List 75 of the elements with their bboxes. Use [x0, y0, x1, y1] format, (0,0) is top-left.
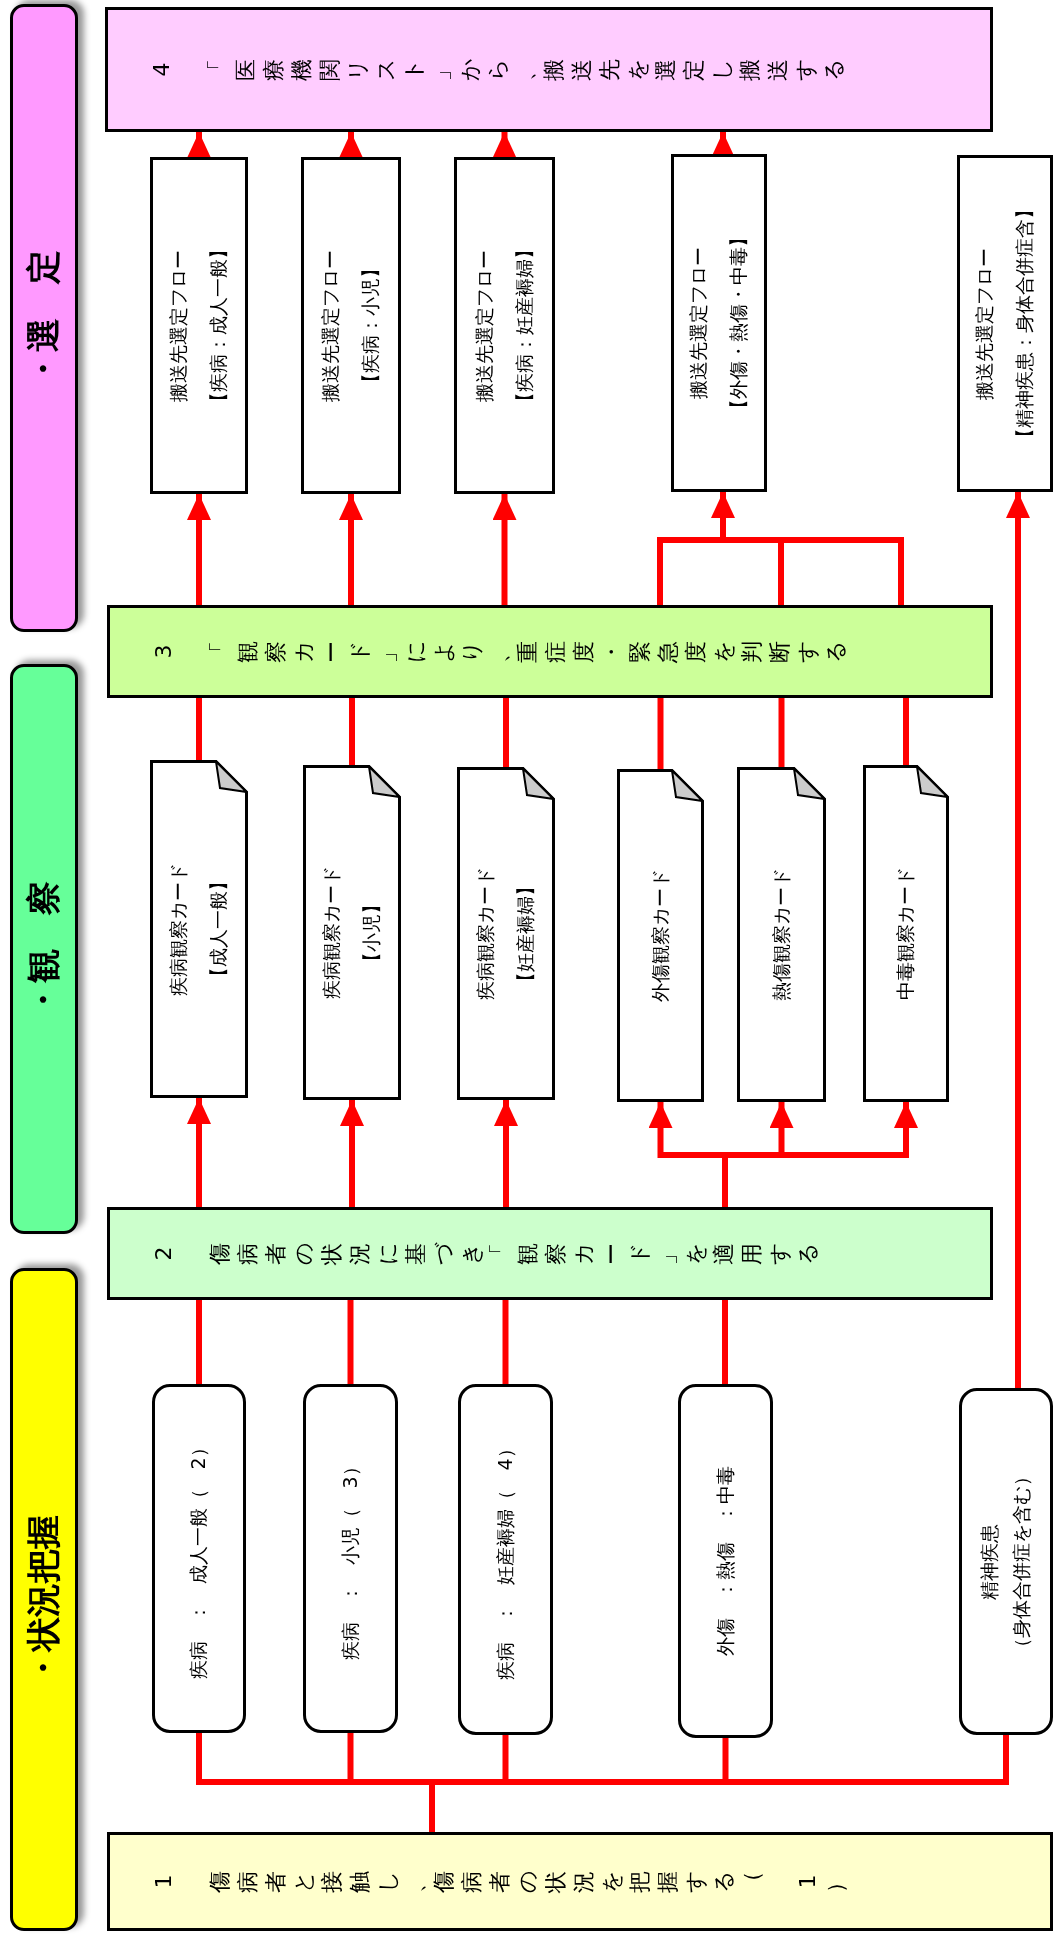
- card-title: 疾病観察カード: [166, 862, 190, 996]
- condition-text: 疾病 ： 小児（ 3）: [337, 1457, 362, 1660]
- flow-subtitle: 【疾病：妊産褥婦】: [511, 240, 536, 411]
- arrow: [339, 494, 363, 605]
- band-label: ・状況把握: [22, 1514, 64, 1685]
- card-title: 外傷観察カード: [647, 869, 672, 1002]
- card-document: [737, 767, 826, 1102]
- step-box: [107, 1207, 993, 1300]
- step-text: 1 傷病者と接触し、傷病者の状況を把握する（ 1）: [150, 1870, 849, 1893]
- arrow: [340, 1100, 364, 1207]
- connector-line: [903, 698, 909, 765]
- condition-text: 疾病 ： 成人一般（ 2）: [186, 1438, 210, 1679]
- card-document: [303, 765, 401, 1100]
- flow-title: 搬送先選定フロー: [972, 247, 996, 400]
- condition-box: [303, 1384, 398, 1733]
- card-title: 疾病観察カード: [319, 866, 343, 999]
- flow-subtitle: 【精神疾患：身体合併症含】: [1012, 200, 1036, 447]
- flow-subtitle: 【外傷・熱傷・中毒】: [726, 228, 750, 418]
- step-text: 2 傷病者の状況に基づき「観察カード」を適用する: [150, 1242, 821, 1265]
- condition-text: 疾病 ： 妊産褥婦（ 4）: [492, 1439, 517, 1680]
- card-document: [457, 767, 555, 1100]
- arrow: [339, 132, 363, 158]
- condition-box: [678, 1384, 773, 1738]
- flow-box: [454, 157, 555, 494]
- step-box: [107, 605, 993, 698]
- flow-box: [301, 157, 401, 494]
- step-text: 4 「医療機関リスト」から、搬送先を選定し搬送する: [148, 58, 847, 81]
- card-document: [863, 765, 949, 1102]
- flow-title: 搬送先選定フロー: [318, 249, 342, 402]
- flow-box: [671, 154, 767, 492]
- flow-title: 搬送先選定フロー: [166, 249, 190, 402]
- flow-box: [957, 155, 1053, 492]
- card-title: 熱傷観察カード: [768, 868, 793, 1001]
- flow-title: 搬送先選定フロー: [471, 249, 496, 402]
- section-band: [10, 1268, 78, 1931]
- connector-line: [196, 698, 202, 760]
- section-band: [10, 664, 78, 1234]
- flow-subtitle: 【疾病：成人一般】: [206, 240, 230, 411]
- band-label: ・選 定: [22, 250, 64, 386]
- card-subtitle: 【小児】: [359, 894, 383, 971]
- card-subtitle: 【妊産褥婦】: [513, 876, 537, 991]
- flow-title: 搬送先選定フロー: [686, 247, 710, 399]
- connector-line: [722, 1300, 728, 1384]
- band-label: ・観 察: [22, 881, 64, 1017]
- step-box: [107, 1832, 1053, 1931]
- arrow: [187, 494, 211, 605]
- arrow: [492, 132, 517, 158]
- flow-subtitle: 【疾病：小児】: [358, 259, 382, 392]
- flow-box: [150, 157, 248, 494]
- condition-text: 外傷 ：熱傷 ：中毒: [712, 1466, 737, 1656]
- arrow: [187, 1098, 211, 1207]
- condition-box: [152, 1384, 246, 1733]
- card-title: 中毒観察カード: [893, 867, 917, 1000]
- arrow: [187, 132, 211, 158]
- card-title: 疾病観察カード: [473, 867, 497, 1000]
- condition-note: （身体合併症を含む）: [1009, 1466, 1033, 1657]
- arrow: [494, 1100, 518, 1207]
- connector-line: [196, 1300, 202, 1384]
- section-band: [10, 4, 78, 632]
- step-text: 3 「観察カード」により、重症度・緊急度を判断する: [150, 640, 849, 663]
- connector-line: [347, 1300, 354, 1384]
- connector-line: [657, 698, 664, 769]
- connector-line: [778, 698, 785, 767]
- condition-box: [959, 1388, 1053, 1735]
- condition-box: [458, 1384, 553, 1735]
- step-box: [105, 7, 993, 132]
- connector-line: [349, 698, 355, 765]
- arrow: [1006, 492, 1030, 1388]
- arrow: [492, 494, 517, 605]
- condition-text: 精神疾患: [977, 1523, 1001, 1600]
- connector-line: [503, 698, 509, 767]
- card-subtitle: 【成人一般】: [206, 872, 230, 986]
- connector-line: [502, 1300, 509, 1384]
- card-document: [150, 760, 248, 1098]
- card-document: [617, 769, 704, 1102]
